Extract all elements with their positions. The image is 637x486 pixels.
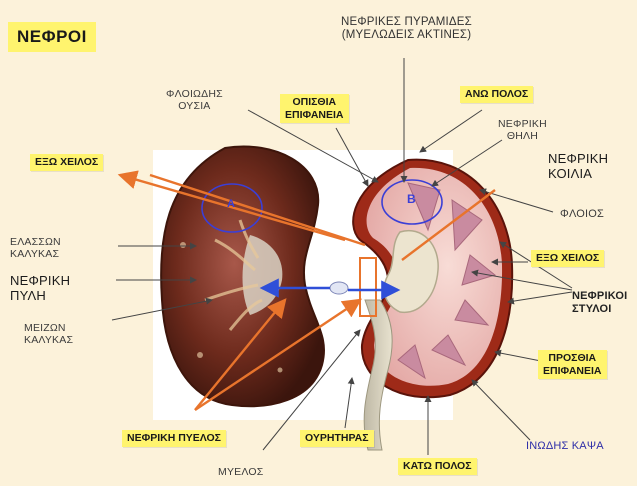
label-ureter: ΟΥΡΗΤΗΡΑΣ bbox=[300, 430, 374, 447]
label-papilla-line1: ΝΕΦΡΙΚΗ bbox=[498, 118, 547, 130]
label-lower-pole: ΚΑΤΩ ΠΟΛΟΣ bbox=[398, 458, 477, 475]
label-pyramids-line2: (ΜΥΕΛΩΔΕΙΣ ΑΚΤΙΝΕΣ) bbox=[341, 29, 472, 42]
label-cortical-line2: ΟΥΣΙΑ bbox=[166, 100, 223, 112]
label-minor-calyx-line1: ΕΛΑΣΣΩΝ bbox=[10, 236, 61, 248]
label-renal-papilla: ΝΕΦΡΙΚΗ ΘΗΛΗ bbox=[498, 118, 547, 142]
marker-a: A bbox=[227, 198, 235, 211]
label-anterior-surface: ΠΡΟΣΘΙΑ ΕΠΙΦΑΝΕΙΑ bbox=[538, 350, 607, 379]
label-sinus-line2: ΚΟΙΛΙΑ bbox=[548, 167, 608, 182]
label-major-calyx-line1: ΜΕΙΖΩΝ bbox=[24, 322, 73, 334]
label-upper-pole: ΑΝΩ ΠΟΛΟΣ bbox=[460, 86, 533, 103]
label-pyramids-line1: ΝΕΦΡΙΚΕΣ ΠΥΡΑΜΙΔΕΣ bbox=[341, 16, 472, 29]
label-columns-line1: ΝΕΦΡΙΚΟΙ bbox=[572, 290, 627, 303]
label-posterior-line1: ΟΠΙΣΘΙΑ bbox=[285, 96, 344, 109]
page-title: ΝΕΦΡΟΙ bbox=[8, 22, 96, 52]
label-cortex: ΦΛΟΙΟΣ bbox=[560, 208, 604, 221]
label-renal-pelvis: ΝΕΦΡΙΚΗ ΠΥΕΛΟΣ bbox=[122, 430, 226, 447]
label-columns-line2: ΣΤΥΛΟΙ bbox=[572, 303, 627, 316]
label-major-calyx: ΜΕΙΖΩΝ ΚΑΛΥΚΑΣ bbox=[24, 322, 73, 346]
label-papilla-line2: ΘΗΛΗ bbox=[498, 130, 547, 142]
marker-b: B bbox=[407, 193, 416, 207]
label-minor-calyx: ΕΛΑΣΣΩΝ ΚΑΛΥΚΑΣ bbox=[10, 236, 61, 260]
label-sinus-line1: ΝΕΦΡΙΚΗ bbox=[548, 152, 608, 167]
label-outer-lip-right: ΕΞΩ ΧΕΙΛΟΣ bbox=[531, 250, 604, 267]
label-pyramids: ΝΕΦΡΙΚΕΣ ΠΥΡΑΜΙΔΕΣ (ΜΥΕΛΩΔΕΙΣ ΑΚΤΙΝΕΣ) bbox=[341, 16, 472, 42]
label-posterior-line2: ΕΠΙΦΑΝΕΙΑ bbox=[285, 109, 344, 122]
label-cortical-line1: ΦΛΟΙΩΔΗΣ bbox=[166, 88, 223, 100]
label-anterior-line1: ΠΡΟΣΘΙΑ bbox=[543, 352, 602, 365]
label-major-calyx-line2: ΚΑΛΥΚΑΣ bbox=[24, 334, 73, 346]
label-outer-lip-left: ΕΞΩ ΧΕΙΛΟΣ bbox=[30, 154, 103, 171]
label-hilum-line2: ΠΥΛΗ bbox=[10, 289, 70, 304]
label-cortical-substance: ΦΛΟΙΩΔΗΣ ΟΥΣΙΑ bbox=[166, 88, 223, 112]
label-posterior-surface: ΟΠΙΣΘΙΑ ΕΠΙΦΑΝΕΙΑ bbox=[280, 94, 349, 123]
label-renal-hilum: ΝΕΦΡΙΚΗ ΠΥΛΗ bbox=[10, 274, 70, 304]
label-renal-sinus: ΝΕΦΡΙΚΗ ΚΟΙΛΙΑ bbox=[548, 152, 608, 182]
label-medulla: ΜΥΕΛΟΣ bbox=[218, 466, 263, 478]
label-anterior-line2: ΕΠΙΦΑΝΕΙΑ bbox=[543, 365, 602, 378]
label-fibrous-capsule: ΙΝΩΔΗΣ ΚΑΨΑ bbox=[526, 440, 604, 453]
label-renal-columns: ΝΕΦΡΙΚΟΙ ΣΤΥΛΟΙ bbox=[572, 290, 627, 315]
label-minor-calyx-line2: ΚΑΛΥΚΑΣ bbox=[10, 248, 61, 260]
label-hilum-line1: ΝΕΦΡΙΚΗ bbox=[10, 274, 70, 289]
